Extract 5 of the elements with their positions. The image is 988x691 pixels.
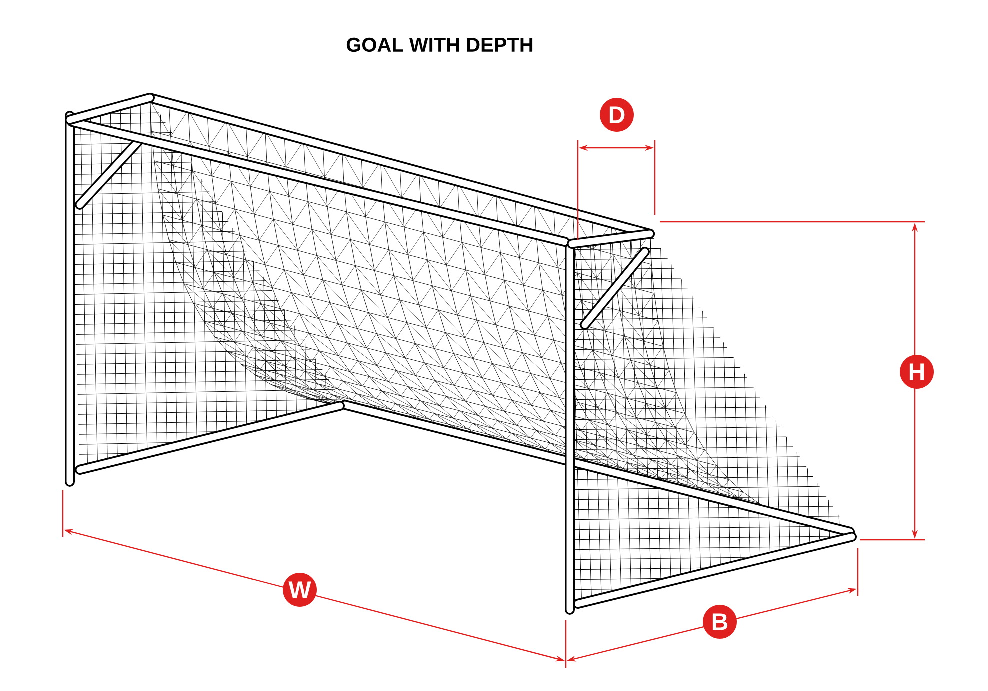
title: GOAL WITH DEPTH	[346, 38, 533, 52]
dimension-label: W	[283, 573, 317, 607]
dimension-label: H	[900, 355, 934, 389]
dimension-label: B	[703, 605, 737, 639]
dimension-label: D	[600, 98, 634, 132]
